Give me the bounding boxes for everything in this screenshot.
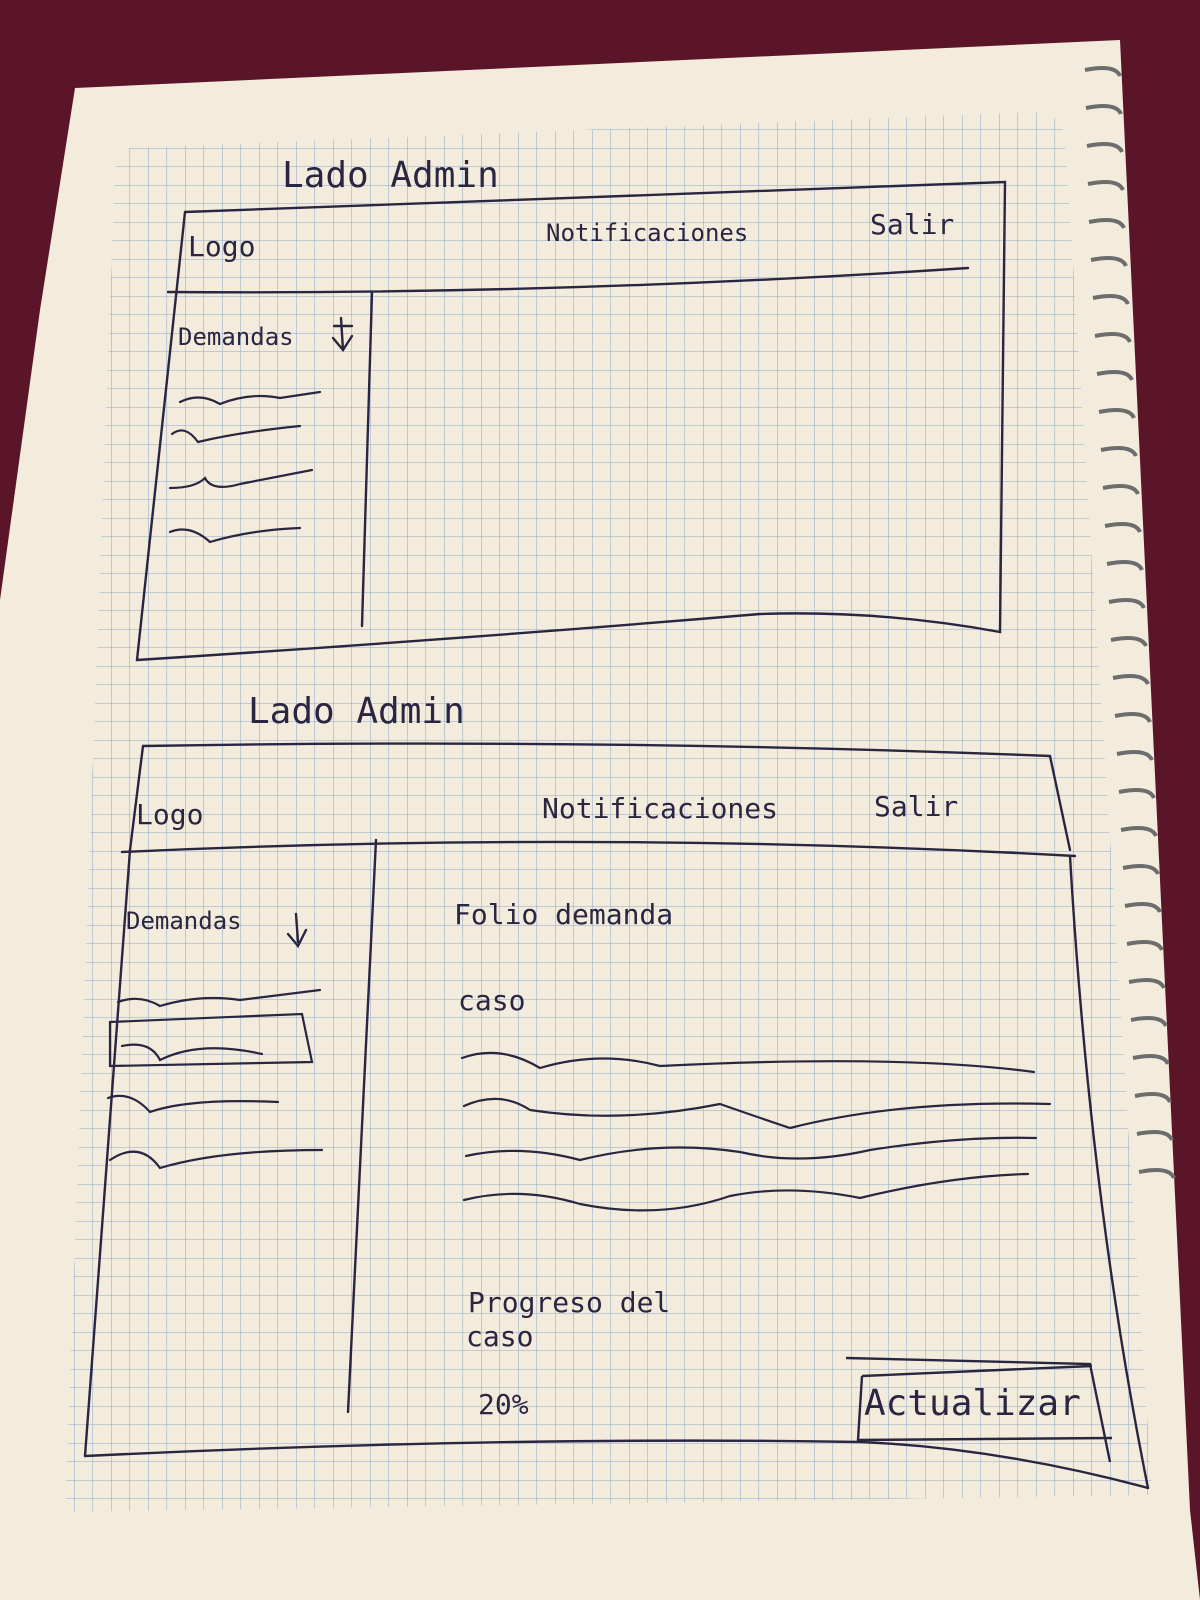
update-button[interactable]: Actualizar [864, 1383, 1081, 1424]
sketch2-sidebar-items [106, 988, 324, 1170]
sketch1-logout-link[interactable]: Salir [870, 208, 955, 241]
sketch2-demandas-menu[interactable]: Demandas [126, 907, 242, 935]
sketch1-notifications-link[interactable]: Notificaciones [546, 219, 749, 247]
arrow-down-icon [331, 316, 354, 353]
sidebar-item [120, 1043, 264, 1062]
sketch2-title: Lado Admin [248, 691, 465, 732]
grid-area [65, 112, 1152, 1512]
sidebar-item [178, 390, 322, 406]
spiral-binding [1084, 66, 1176, 1180]
sketch1-logo: Logo [188, 230, 256, 263]
sidebar-item [108, 1148, 324, 1170]
case-description-lines [460, 1051, 1052, 1212]
sidebar-item [170, 424, 302, 444]
case-label: caso [458, 984, 526, 1017]
sidebar-item [106, 1094, 280, 1114]
sketch1-sidebar-items [168, 390, 322, 544]
sketch2-logo: Logo [136, 798, 204, 831]
sketch2-frame [83, 742, 1150, 1490]
sidebar-item-selected-box [108, 1012, 314, 1068]
sidebar-item [116, 988, 322, 1008]
update-button-outline [845, 1356, 1113, 1463]
progress-value: 20% [478, 1388, 529, 1421]
sidebar-item [168, 526, 302, 544]
progress-label-line1: Progreso del [468, 1286, 671, 1319]
folio-demanda-heading: Folio demanda [454, 898, 674, 931]
progress-label-line2: caso [466, 1320, 534, 1353]
arrow-down-icon [286, 912, 308, 949]
sketch2-notifications-link[interactable]: Notificaciones [542, 792, 779, 825]
sketch1-demandas-menu[interactable]: Demandas [178, 323, 294, 351]
sketch2-logout-link[interactable]: Salir [874, 790, 959, 823]
sidebar-item [168, 468, 314, 490]
sketch1-frame [135, 180, 1007, 662]
sketch1-title: Lado Admin [282, 155, 499, 196]
